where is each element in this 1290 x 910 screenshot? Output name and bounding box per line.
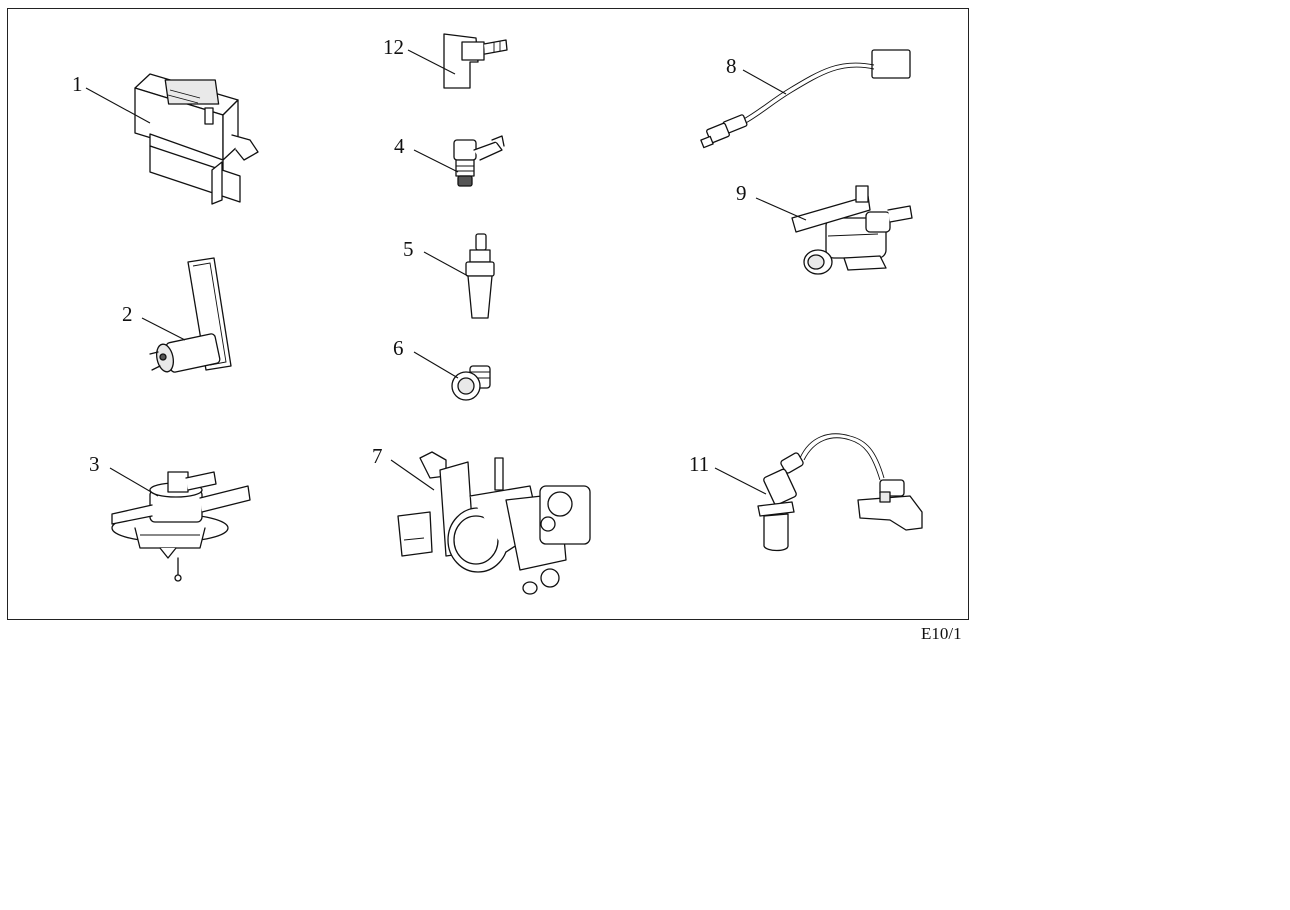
part-label: 2 [122,302,133,326]
valve-icon [791,185,913,275]
part-label: 4 [394,134,405,158]
part-label: 11 [689,452,709,476]
oxygen-sensor-icon [700,49,911,149]
temperature-sensor-icon [465,233,495,319]
part-label: 5 [403,237,414,261]
part-label: 8 [726,54,737,78]
part-label: 12 [383,35,404,59]
fuel-pump-icon [149,257,232,373]
pressure-regulator-icon [111,471,251,582]
figure-code: E10/1 [921,624,962,643]
injector-icon [453,135,505,187]
crankshaft-sensor-icon [757,433,923,552]
temperature-switch-icon [451,365,491,401]
throttle-body-icon [397,451,591,595]
part-label: 9 [736,181,747,205]
part-label: 6 [393,336,404,360]
control-unit-icon [134,73,259,205]
part-label: 7 [372,444,383,468]
part-label: 1 [72,72,83,96]
sensor-bracket-icon [443,33,508,89]
part-label: 3 [89,452,100,476]
